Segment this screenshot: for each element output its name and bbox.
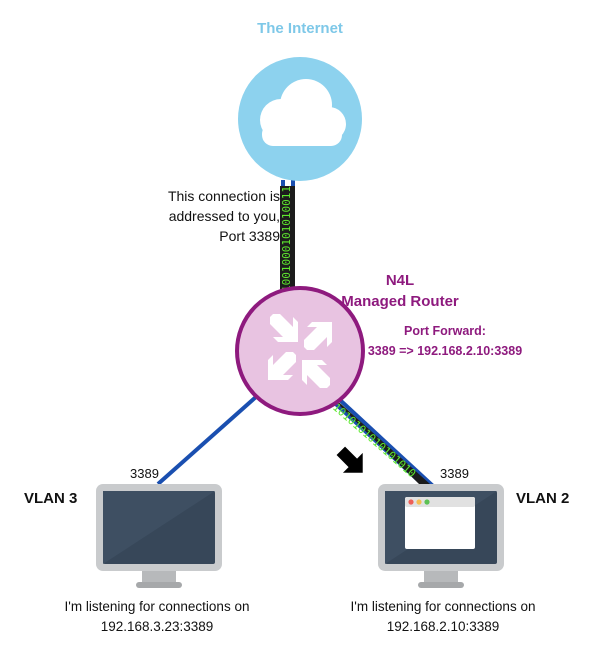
svg-text:1010101010101010: 1010101010101010 bbox=[330, 401, 418, 481]
vlan3-listen-line1: I'm listening for connections on bbox=[64, 599, 250, 614]
router-icon bbox=[235, 286, 365, 416]
connection-message-line3: Port 3389 bbox=[219, 228, 280, 244]
router-title-line2: Managed Router bbox=[341, 293, 459, 310]
vlan2-listen-line1: I'm listening for connections on bbox=[350, 599, 536, 614]
vlan3-computer-icon bbox=[96, 484, 222, 588]
port-forward-label: Port Forward: bbox=[404, 324, 486, 338]
vlan3-listen-message: I'm listening for connections on 192.168… bbox=[27, 597, 287, 637]
cloud-icon bbox=[238, 57, 362, 181]
port-forward-rule: 3389 => 192.168.2.10:3389 bbox=[367, 344, 523, 358]
router-title-line1: N4L bbox=[385, 272, 415, 289]
connection-message-line2: addressed to you, bbox=[168, 208, 280, 224]
link-router-vlan2: 1010101010101010 bbox=[323, 392, 435, 488]
vlan3-label: VLAN 3 bbox=[24, 490, 78, 507]
vlan2-listen-message: I'm listening for connections on 192.168… bbox=[313, 597, 573, 637]
vlan3-port-label: 3389 bbox=[130, 466, 159, 481]
link-router-vlan3 bbox=[156, 394, 259, 486]
vlan2-listen-line2: 192.168.2.10:3389 bbox=[386, 619, 500, 634]
binary-stream-right: 1010101010101010 bbox=[330, 401, 418, 481]
connection-message: This connection is addressed to you, Por… bbox=[120, 186, 280, 246]
internet-title: The Internet bbox=[257, 20, 343, 37]
vlan2-computer-icon bbox=[378, 484, 504, 588]
router-title: N4L Managed Router bbox=[330, 270, 470, 312]
vlan2-port-label: 3389 bbox=[440, 466, 469, 481]
vlan3-listen-line2: 192.168.3.23:3389 bbox=[100, 619, 214, 634]
vlan2-label: VLAN 2 bbox=[516, 490, 570, 507]
connection-message-line1: This connection is bbox=[167, 188, 280, 204]
port-forward-info: Port Forward: 3389 => 192.168.2.10:3389 bbox=[345, 321, 545, 361]
traffic-direction-arrow bbox=[336, 446, 363, 473]
app-window-icon bbox=[405, 497, 475, 549]
